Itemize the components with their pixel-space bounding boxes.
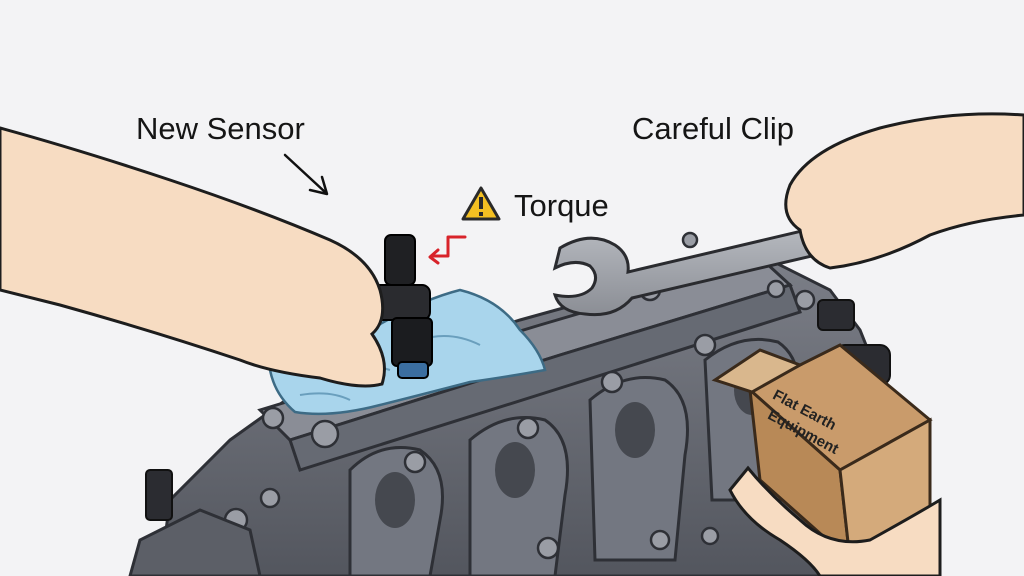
box: Flat Earth Equipment — [711, 343, 933, 564]
torque-label: Torque — [514, 188, 609, 223]
wrench — [552, 220, 848, 317]
sensor — [359, 234, 433, 379]
red-elbow-arrow-icon — [428, 235, 467, 265]
new-sensor-label: New Sensor — [136, 111, 305, 146]
careful-clip-label: Careful Clip — [632, 111, 794, 146]
right-hand — [784, 112, 1024, 270]
left-hand — [0, 126, 386, 388]
lower-right-hand — [728, 465, 942, 576]
pointer-arrow — [283, 153, 329, 196]
warning-triangle-icon — [461, 186, 501, 221]
